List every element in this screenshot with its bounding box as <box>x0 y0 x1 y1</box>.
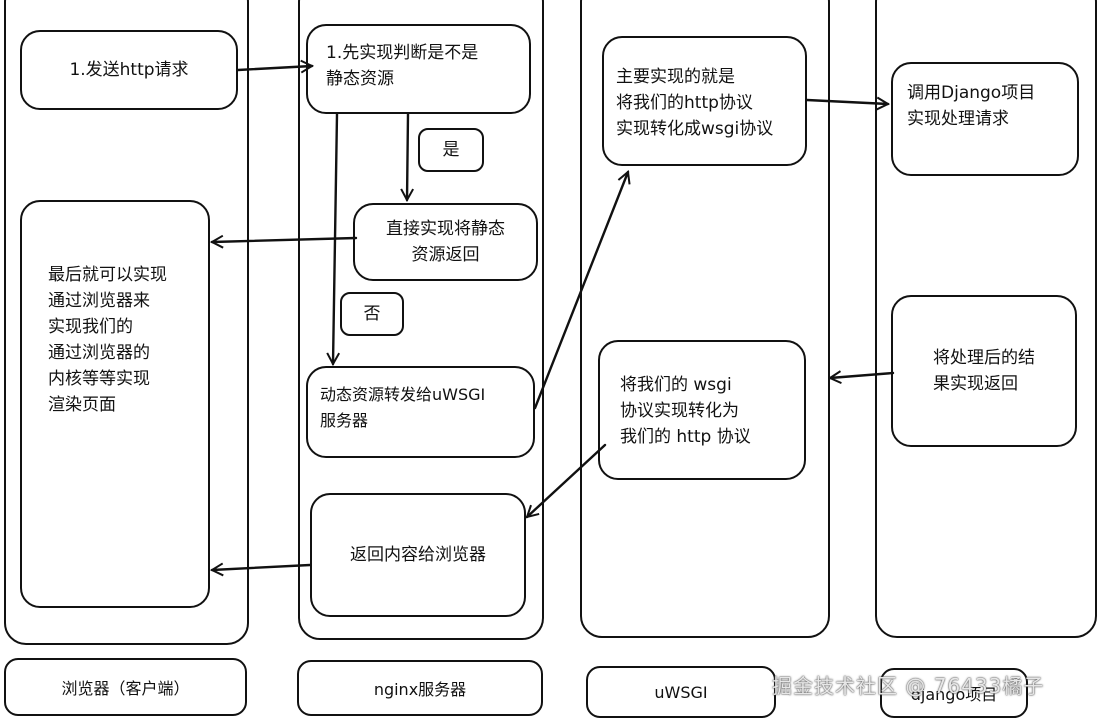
arrow-request-to-nginx <box>236 66 312 70</box>
django-return-box: 将处理后的结 果实现返回 <box>891 295 1077 447</box>
yes-label-box: 是 <box>418 128 484 172</box>
arrow-content-to-browser <box>212 565 312 570</box>
send-request-box: 1.发送http请求 <box>20 30 238 110</box>
forward-dynamic-text: 动态资源转发给uWSGI 服务器 <box>320 385 486 430</box>
uwsgi-convert-in-text: 主要实现的就是 将我们的http协议 实现转化成wsgi协议 <box>616 67 774 139</box>
arrow-django-to-uwsgi <box>830 373 895 378</box>
browser-caption: 浏览器（客户端） <box>4 658 247 716</box>
yes-label-text: 是 <box>442 140 460 160</box>
nginx-caption: nginx服务器 <box>297 660 543 716</box>
browser-caption-text: 浏览器（客户端） <box>61 679 190 698</box>
django-return-text: 将处理后的结 果实现返回 <box>933 348 1035 394</box>
check-static-text: 1.先实现判断是不是 静态资源 <box>326 43 479 89</box>
forward-dynamic-box: 动态资源转发给uWSGI 服务器 <box>306 366 535 458</box>
arrow-check-to-dynamic <box>333 112 337 364</box>
uwsgi-convert-out-box: 将我们的 wsgi 协议实现转化为 我们的 http 协议 <box>598 340 806 480</box>
django-call-text: 调用Django项目 实现处理请求 <box>907 83 1036 129</box>
return-content-text: 返回内容给浏览器 <box>350 545 486 565</box>
nginx-caption-text: nginx服务器 <box>373 680 467 699</box>
render-page-text: 最后就可以实现 通过浏览器来 实现我们的 通过浏览器的 内核等等实现 渲染页面 <box>48 265 167 415</box>
watermark: 掘金技术社区 @ 76433橘子 <box>772 674 1045 698</box>
return-static-text: 直接实现将静态 资源返回 <box>386 219 505 265</box>
django-caption: django项目 <box>880 668 1028 718</box>
no-label-box: 否 <box>340 292 404 336</box>
render-page-box: 最后就可以实现 通过浏览器来 实现我们的 通过浏览器的 内核等等实现 渲染页面 <box>20 200 210 608</box>
send-request-text: 1.发送http请求 <box>69 60 189 80</box>
no-label-text: 否 <box>363 304 381 324</box>
uwsgi-convert-in-box: 主要实现的就是 将我们的http协议 实现转化成wsgi协议 <box>602 36 807 166</box>
uwsgi-caption-text: uWSGI <box>654 682 708 702</box>
return-static-box: 直接实现将静态 资源返回 <box>353 203 538 281</box>
arrow-dynamic-to-uwsgi <box>533 172 628 410</box>
return-content-box: 返回内容给浏览器 <box>310 493 526 617</box>
check-static-box: 1.先实现判断是不是 静态资源 <box>306 24 531 114</box>
uwsgi-convert-out-text: 将我们的 wsgi 协议实现转化为 我们的 http 协议 <box>620 375 751 447</box>
arrow-uwsgi-to-nginx <box>527 443 607 517</box>
django-call-box: 调用Django项目 实现处理请求 <box>891 62 1079 176</box>
arrow-static-to-browser <box>212 238 358 242</box>
uwsgi-caption: uWSGI <box>586 666 776 718</box>
arrow-check-to-static <box>407 112 408 200</box>
django-caption-text: django项目 <box>910 685 998 704</box>
arrow-uwsgi-to-django <box>805 100 888 104</box>
